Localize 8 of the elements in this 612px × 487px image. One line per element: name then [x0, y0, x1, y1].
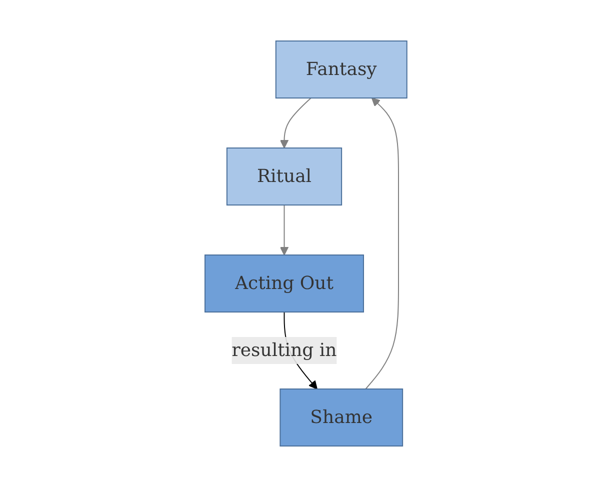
node-box: Ritual	[226, 148, 342, 206]
node-box: Fantasy	[275, 40, 408, 98]
arrow	[280, 98, 312, 148]
edge-label: resulting in	[232, 340, 337, 361]
arrow	[365, 98, 400, 390]
node-box: Acting Out	[204, 254, 364, 312]
arrow	[280, 204, 289, 256]
node-box: Shame	[280, 388, 404, 446]
